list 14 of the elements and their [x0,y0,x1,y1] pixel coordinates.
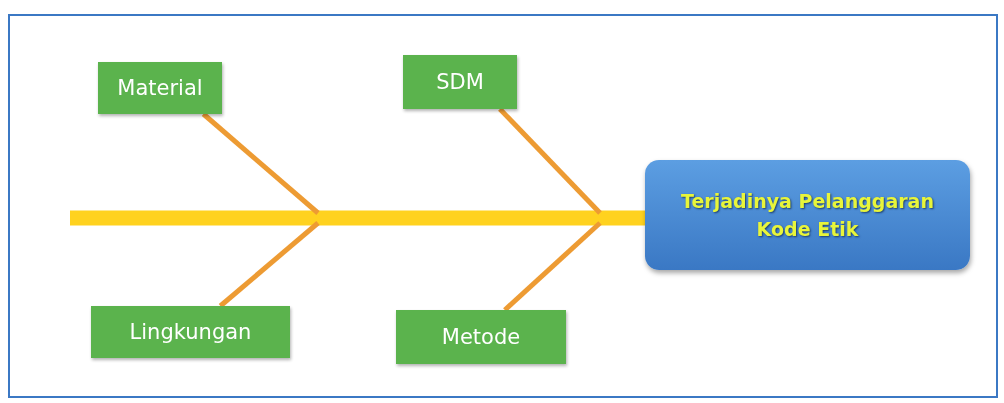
cause-box [98,62,222,114]
cause-box [91,306,290,358]
cause-label: Lingkungan [129,320,252,344]
cause-label: Material [117,76,203,100]
cause-box [396,310,566,364]
effect-label: Terjadinya Pelanggaran Kode Etik [680,188,935,242]
bone-line [498,107,602,215]
cause-label: SDM [436,70,484,94]
cause-box [403,55,517,109]
bone-line [218,221,320,308]
bone-line [503,221,602,312]
effect-box [645,160,970,270]
cause-label: Metode [441,325,521,349]
bone-line [201,112,320,215]
